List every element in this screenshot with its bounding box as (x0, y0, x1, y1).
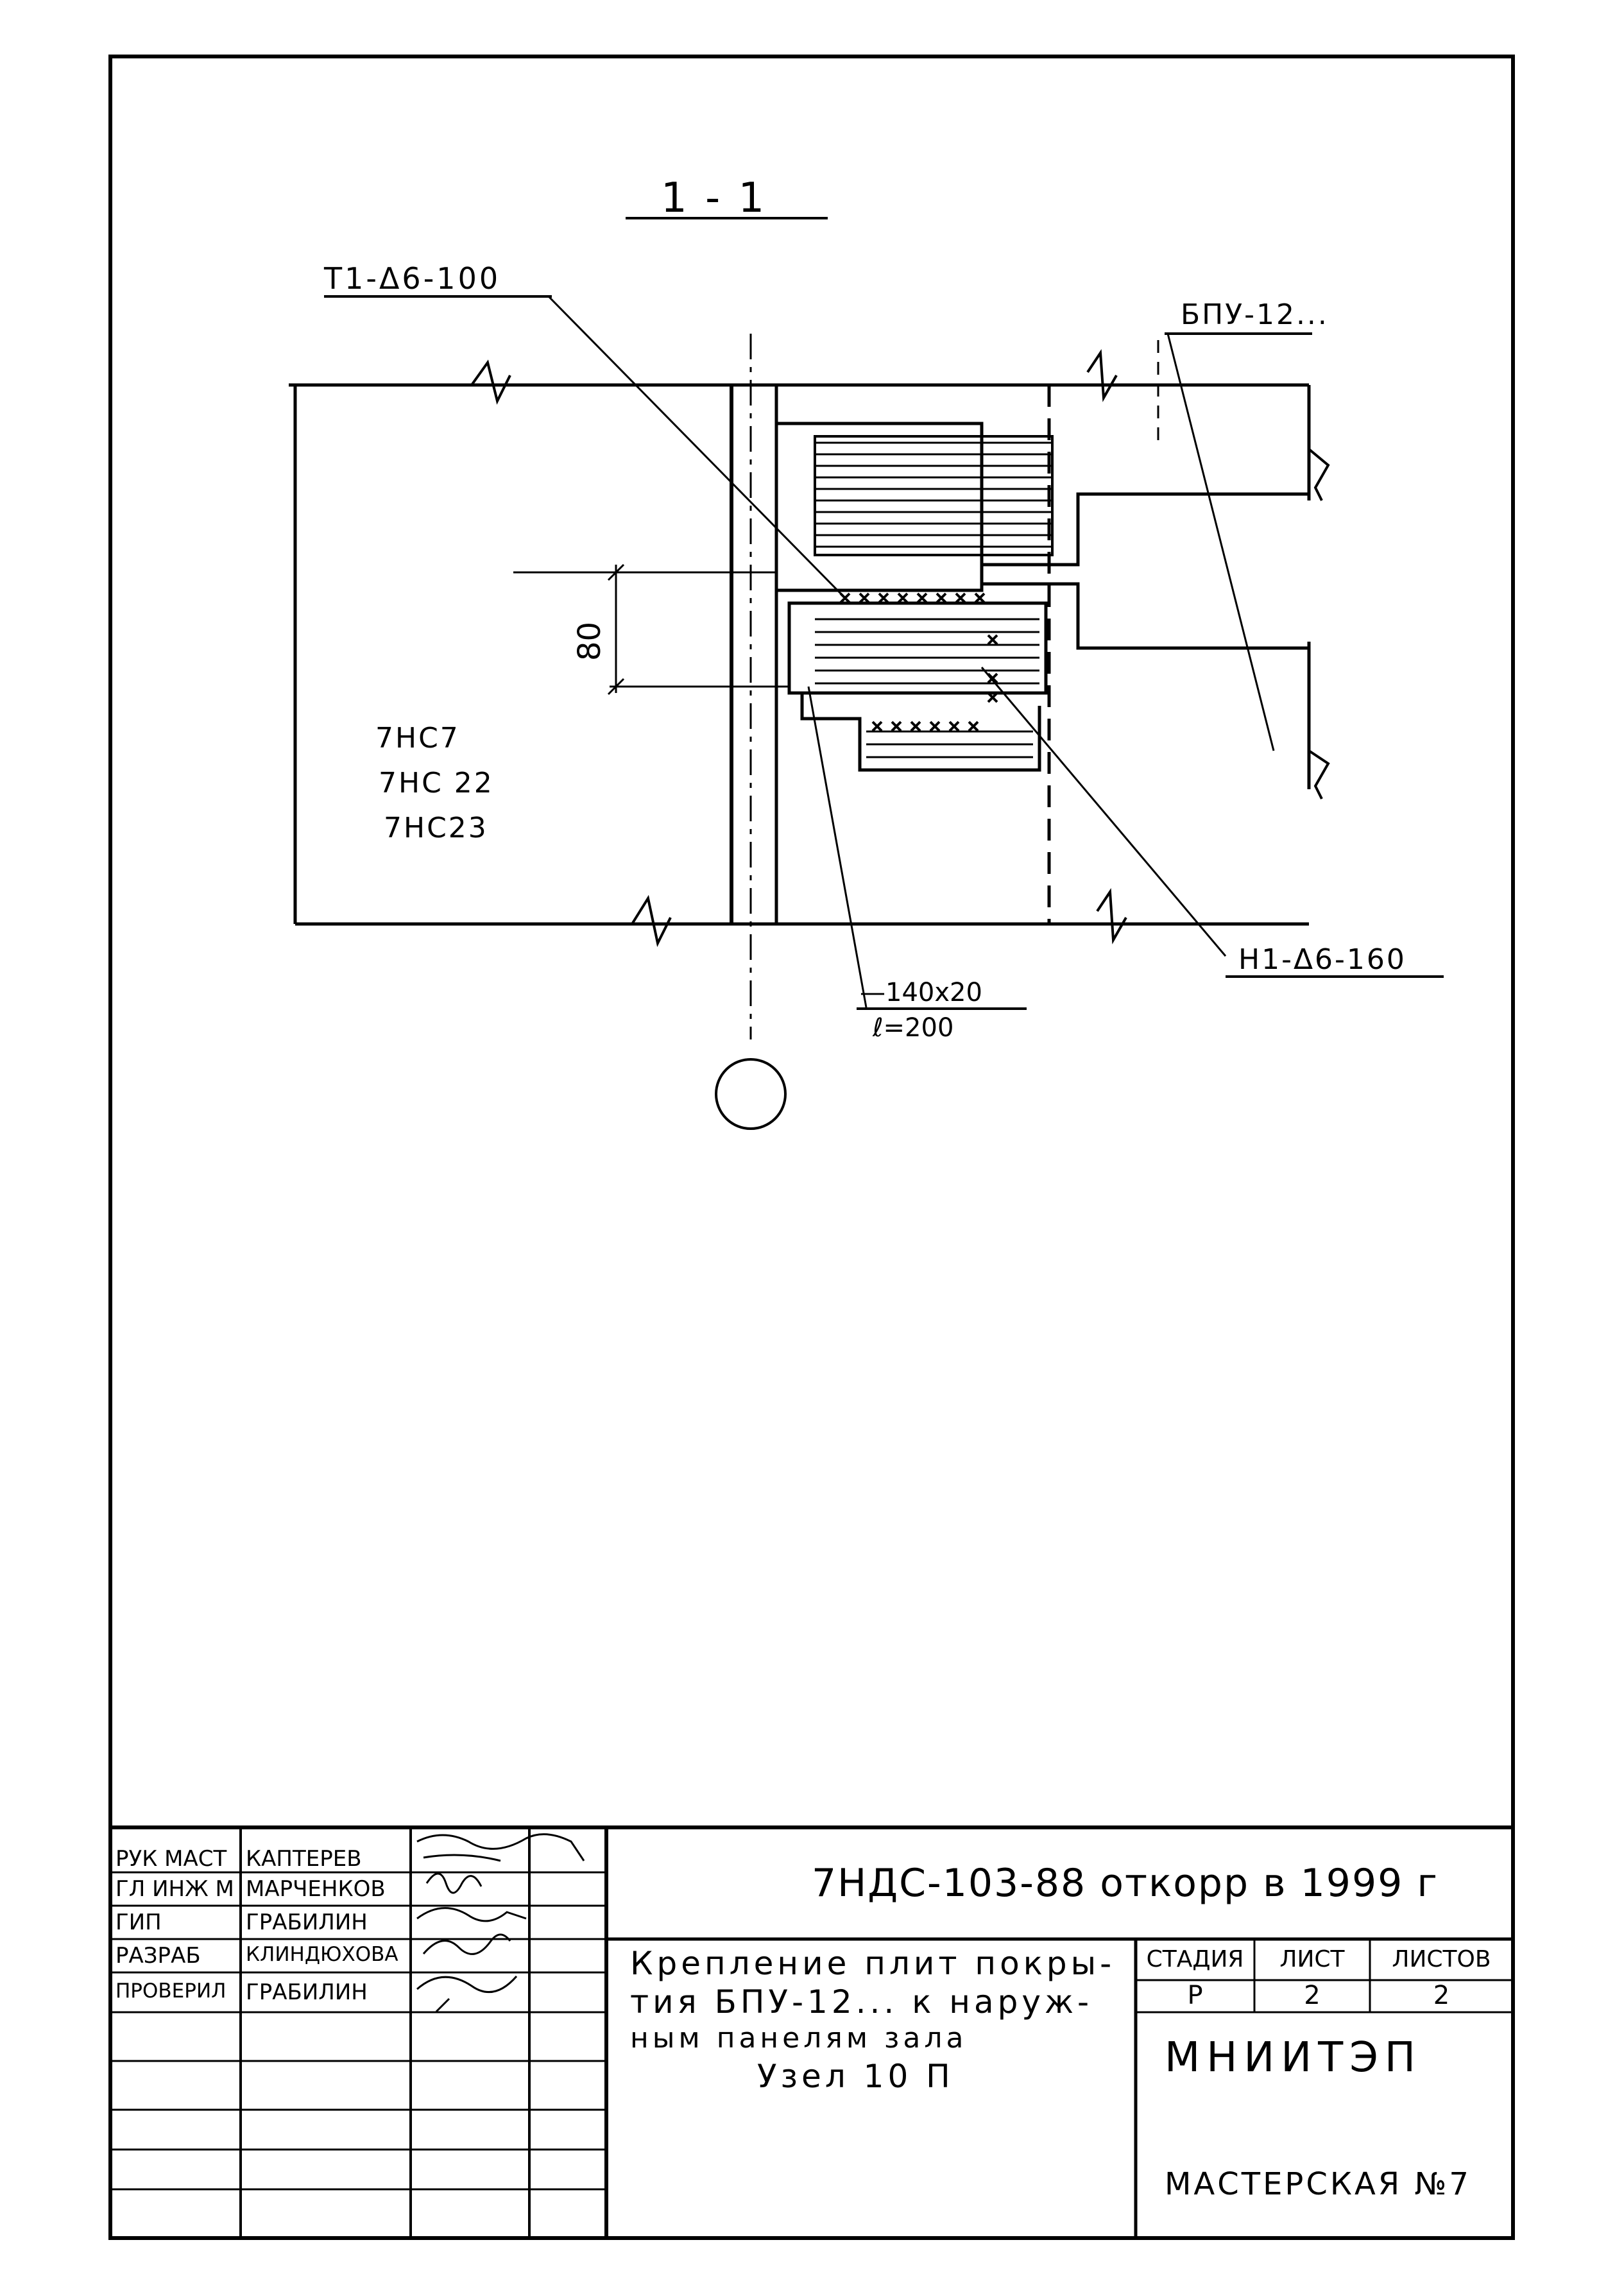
role-4: РАЗРАБ (115, 1943, 201, 1969)
document-code: 7НДС-103-88 откорр в 1999 г (812, 1861, 1439, 1906)
workshop-name: МАСТЕРСКАЯ №7 (1165, 2166, 1471, 2202)
title-line-2: тия БПУ-12... к наруж- (630, 1983, 1093, 2021)
name-1: КАПТЕРЕВ (246, 1846, 362, 1872)
role-3: ГИП (115, 1910, 162, 1935)
dimension-80-label: 80 (572, 622, 608, 661)
value-sheets: 2 (1433, 1981, 1450, 2010)
header-sheets: ЛИСТОВ (1392, 1946, 1491, 1972)
leader-lines (547, 295, 1275, 1008)
header-stage: СТАДИЯ (1146, 1946, 1244, 1972)
column-lines (730, 334, 1051, 1039)
break-marks (470, 349, 1330, 947)
wall-panel (289, 383, 1311, 926)
sheet-frame (108, 55, 1515, 2240)
plate-length-label: ℓ=200 (872, 1013, 953, 1043)
name-5: ГРАБИЛИН (246, 1979, 368, 2005)
slab-lower (787, 601, 1048, 772)
slab-lower-hatch (815, 618, 1039, 758)
role-5: ПРОВЕРИЛ (115, 1979, 227, 2003)
value-stage: Р (1187, 1981, 1203, 2010)
weld-marks (839, 592, 998, 732)
axis-bubble (715, 1058, 787, 1130)
panel-label-1: 7НС7 (375, 722, 460, 755)
plate-section-label: —140х20 (860, 978, 982, 1007)
dimension-80 (513, 563, 789, 696)
header-sheet: ЛИСТ (1279, 1946, 1345, 1972)
slab-label: БПУ-12... (1181, 298, 1329, 331)
panel-label-3: 7НС23 (384, 812, 488, 844)
title-block-grid (110, 1825, 1513, 2238)
slab-upper (776, 422, 1309, 650)
title-line-3: ным панелям зала (630, 2022, 968, 2055)
title-line-1: Крепление плит покры- (630, 1945, 1116, 1982)
name-2: МАРЧЕНКОВ (246, 1876, 386, 1902)
role-1: РУК МАСТ (115, 1846, 227, 1872)
name-4: КЛИНДЮХОВА (246, 1943, 398, 1966)
panel-label-2: 7НС 22 (379, 767, 494, 799)
value-sheet: 2 (1304, 1981, 1321, 2010)
anchor-bottom-label: Н1-Δ6-160 (1238, 943, 1406, 976)
title-line-4: Узел 10 П (757, 2058, 954, 2095)
name-3: ГРАБИЛИН (246, 1910, 368, 1935)
organization-name: МНИИТЭП (1165, 2034, 1422, 2082)
anchor-top-label: Т1-Δ6-100 (323, 261, 500, 296)
role-2: ГЛ ИНЖ М (115, 1876, 234, 1902)
slab-upper-body (814, 435, 1054, 556)
section-label: 1 - 1 (661, 175, 767, 222)
slab-upper-hatch (815, 441, 1052, 548)
signatures (416, 1833, 585, 2013)
